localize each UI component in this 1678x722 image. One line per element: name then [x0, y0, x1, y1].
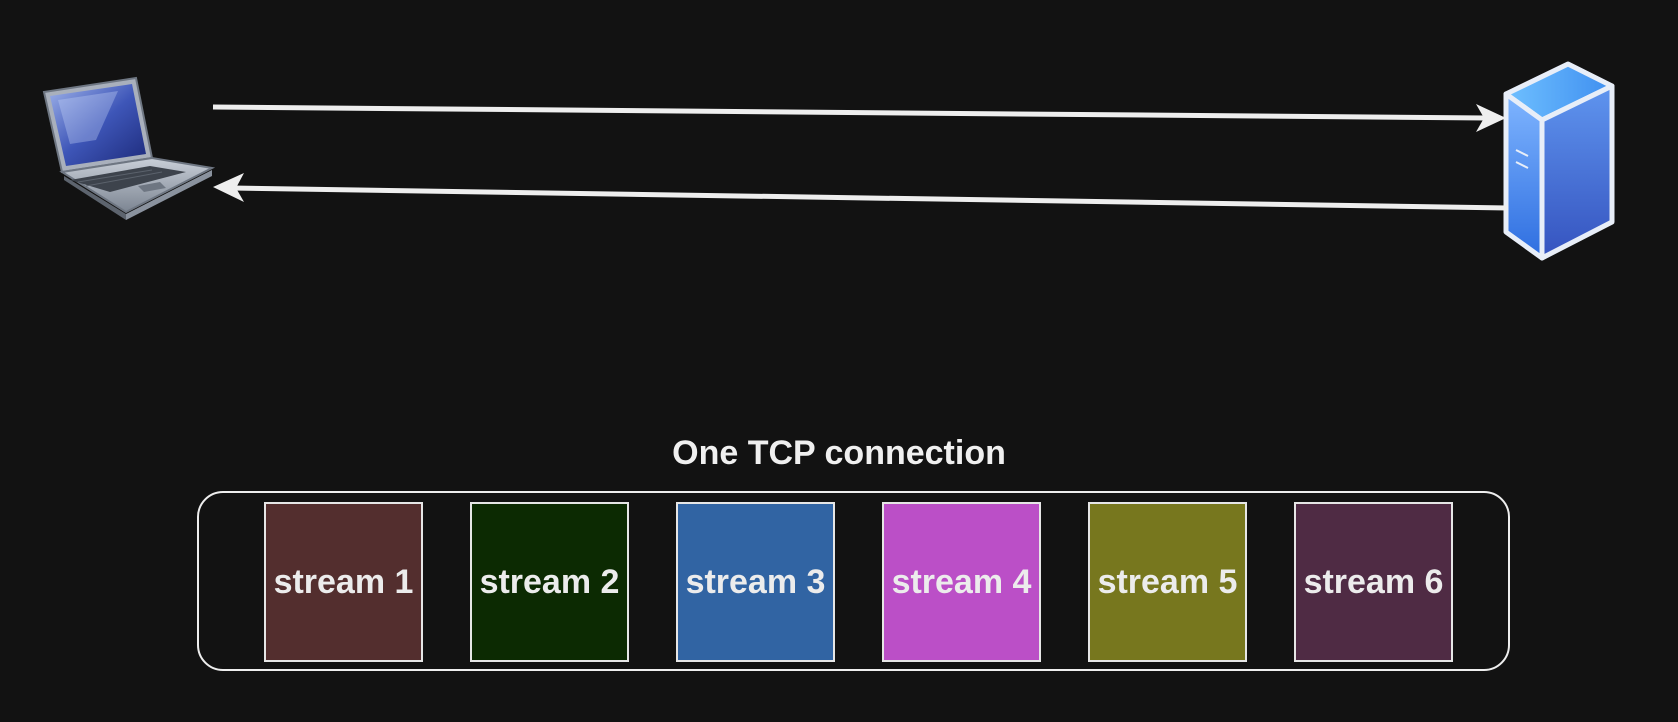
stream-box-6: stream 6 [1294, 502, 1453, 662]
stream-box-1: stream 1 [264, 502, 423, 662]
stream-box-5: stream 5 [1088, 502, 1247, 662]
stream-box-3: stream 3 [676, 502, 835, 662]
response-arrow [213, 173, 1509, 211]
server-icon [1503, 61, 1615, 261]
stream-box-4: stream 4 [882, 502, 1041, 662]
request-arrow [212, 104, 1506, 132]
laptop-icon [42, 76, 216, 220]
tcp-connection-box [197, 491, 1510, 671]
connection-caption: One TCP connection [672, 434, 1006, 472]
stream-box-2: stream 2 [470, 502, 629, 662]
